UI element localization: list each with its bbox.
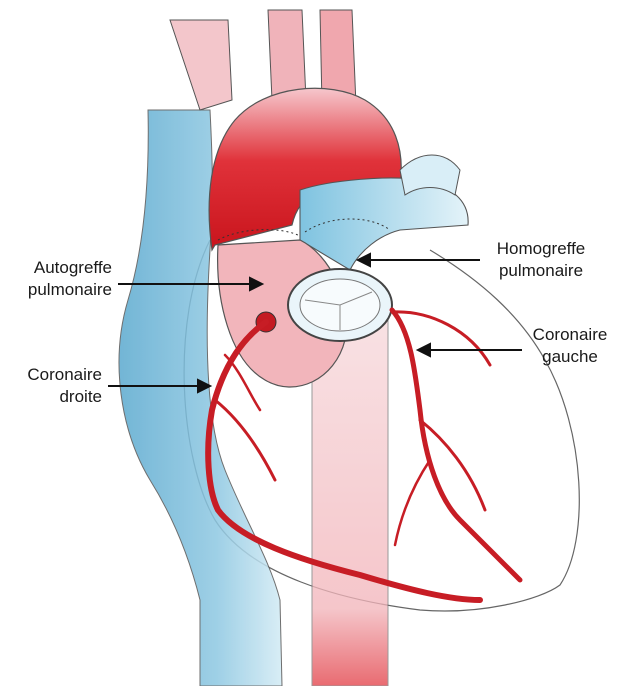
label-coronaire-droite-line1: Coronaire — [6, 364, 102, 386]
arrow-coronaire-gauche — [418, 344, 522, 356]
pulmonary-trunk — [300, 178, 468, 270]
label-autogreffe-line1: Autogreffe — [6, 257, 112, 279]
label-autogreffe: Autogreffe pulmonaire — [6, 257, 112, 301]
label-coronaire-droite: Coronaire droite — [6, 364, 102, 408]
label-coronaire-gauche-line2: gauche — [526, 346, 614, 368]
label-homogreffe: Homogreffe pulmonaire — [486, 238, 596, 282]
label-coronaire-gauche-line1: Coronaire — [526, 324, 614, 346]
label-coronaire-gauche: Coronaire gauche — [526, 324, 614, 368]
arrow-homogreffe — [358, 254, 480, 266]
label-autogreffe-line2: pulmonaire — [6, 279, 112, 301]
label-coronaire-droite-line2: droite — [6, 386, 102, 408]
lca-branch-3 — [395, 460, 430, 545]
aorta-branch-1 — [170, 20, 232, 110]
label-homogreffe-line2: pulmonaire — [486, 260, 596, 282]
aorta-branch-2 — [268, 10, 306, 100]
label-homogreffe-line1: Homogreffe — [486, 238, 596, 260]
